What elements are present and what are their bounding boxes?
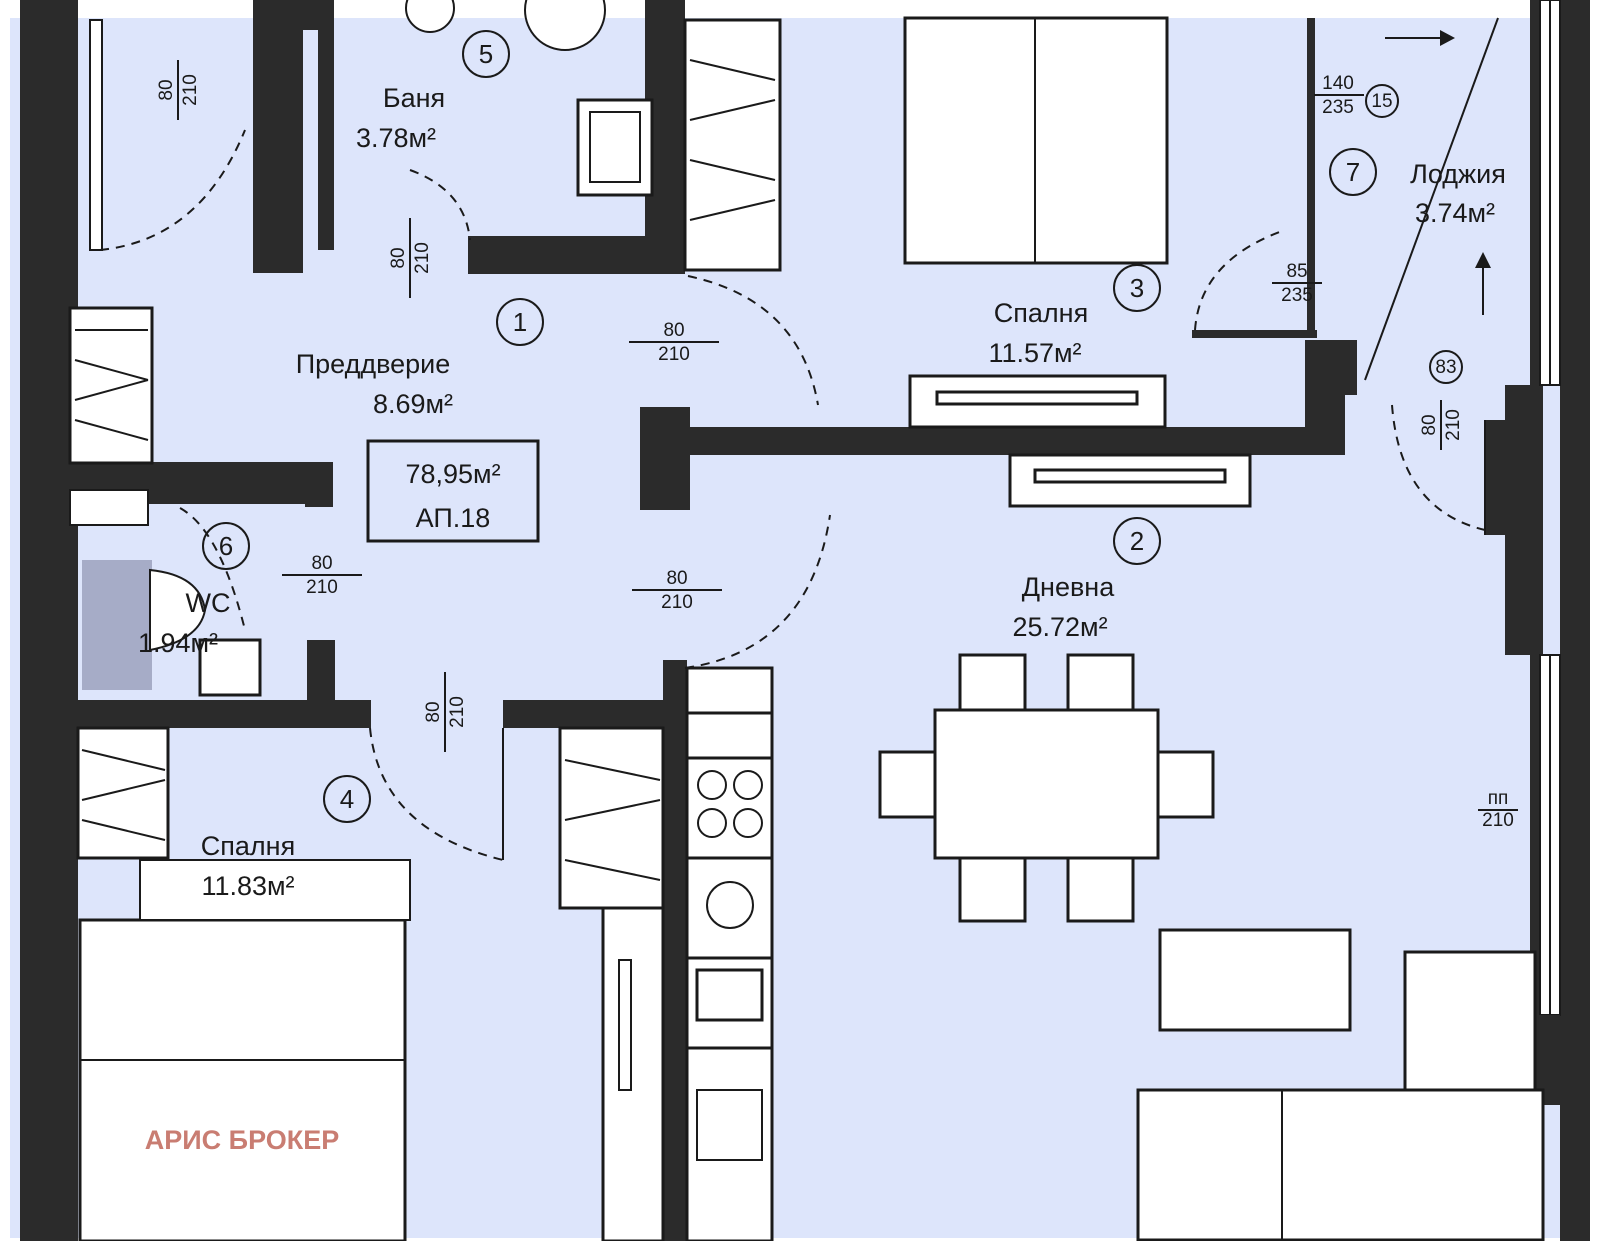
room-name-bedroom-3: Спалня: [994, 298, 1088, 328]
room-number-7: 7: [1346, 157, 1360, 187]
room-area-bedroom-3: 11.57м²: [988, 338, 1081, 368]
svg-text:210: 210: [180, 74, 201, 106]
svg-text:210: 210: [1443, 409, 1464, 441]
room-number-6: 6: [219, 531, 233, 561]
room-number-4: 4: [340, 784, 354, 814]
room-marker-7: 7: [1329, 148, 1377, 196]
room-name-living: Дневна: [1022, 572, 1115, 602]
svg-text:210: 210: [1482, 810, 1514, 831]
door-dim-1: 80 210: [156, 60, 201, 120]
svg-text:210: 210: [447, 696, 468, 728]
door-dim-10: пп 210: [1478, 788, 1518, 831]
room-number-3: 3: [1130, 273, 1144, 303]
door-swings: [99, 129, 1486, 861]
door-dim-8: 140 235 15: [1314, 73, 1399, 118]
room-area-living: 25.72м²: [1012, 612, 1107, 642]
svg-text:пп: пп: [1488, 788, 1509, 809]
svg-text:83: 83: [1435, 357, 1456, 378]
room-area-wc: 1.94м²: [138, 628, 218, 658]
door-dim-7: 85 235: [1272, 261, 1322, 306]
svg-text:235: 235: [1281, 285, 1313, 306]
room-name-wc: WC: [186, 588, 231, 618]
door-dim-6: 80 210: [423, 672, 468, 752]
room-number-1: 1: [513, 307, 527, 337]
door-dim-9: 80 210: [1419, 400, 1464, 450]
svg-text:80: 80: [156, 79, 177, 100]
svg-text:80: 80: [663, 320, 684, 341]
walls: [20, 0, 1590, 1241]
room-area-loggia: 3.74м²: [1415, 198, 1495, 228]
door-dim-5: 80 210: [632, 568, 722, 613]
room-marker-4: 4: [323, 775, 371, 823]
loggia-arrows: [1385, 30, 1491, 315]
apartment-label: АП.18: [416, 503, 491, 533]
svg-text:235: 235: [1322, 97, 1354, 118]
apartment-box: 78,95м² АП.18: [366, 439, 540, 543]
door-dimensions: 80 210 80 210 80 210 80 210 80 210: [156, 60, 1518, 831]
room-marker-3: 3: [1113, 264, 1161, 312]
svg-text:140: 140: [1322, 73, 1354, 94]
door-dim-4: 80 210: [282, 553, 362, 598]
room-name-loggia: Лоджия: [1410, 159, 1506, 189]
room-area-bedroom-4: 11.83м²: [201, 871, 294, 901]
svg-text:80: 80: [1419, 414, 1440, 435]
room-name-bedroom-4: Спалня: [201, 831, 295, 861]
watermark-text: АРИС БРОКЕР: [145, 1125, 339, 1155]
room-area-bathroom: 3.78м²: [356, 123, 436, 153]
svg-text:210: 210: [658, 344, 690, 365]
room-labels: Преддверие 8.69м² Дневна 25.72м² Спалня …: [138, 83, 1506, 901]
room-markers: 1 2 3 4 5 6 7: [202, 30, 1377, 823]
svg-text:210: 210: [306, 577, 338, 598]
room-name-hall: Преддверие: [296, 349, 451, 379]
room-marker-1: 1: [496, 298, 544, 346]
furniture: [68, 0, 1545, 1241]
room-marker-2: 2: [1113, 517, 1161, 565]
room-number-5: 5: [479, 39, 493, 69]
svg-text:15: 15: [1371, 91, 1392, 112]
room-area-hall: 8.69м²: [373, 389, 453, 419]
svg-text:85: 85: [1286, 261, 1307, 282]
svg-text:80: 80: [311, 553, 332, 574]
svg-text:210: 210: [412, 242, 433, 274]
room-number-2: 2: [1130, 526, 1144, 556]
svg-text:80: 80: [388, 247, 409, 268]
room-marker-5: 5: [462, 30, 510, 78]
room-name-bathroom: Баня: [383, 83, 445, 113]
door-dim-3: 80 210: [629, 320, 719, 365]
door-tag-83: 83: [1429, 350, 1463, 384]
door-dim-2: 80 210: [388, 218, 433, 298]
apartment-area: 78,95м²: [405, 459, 500, 489]
room-marker-6: 6: [202, 522, 250, 570]
svg-text:210: 210: [661, 592, 693, 613]
svg-text:80: 80: [423, 701, 444, 722]
svg-text:80: 80: [666, 568, 687, 589]
